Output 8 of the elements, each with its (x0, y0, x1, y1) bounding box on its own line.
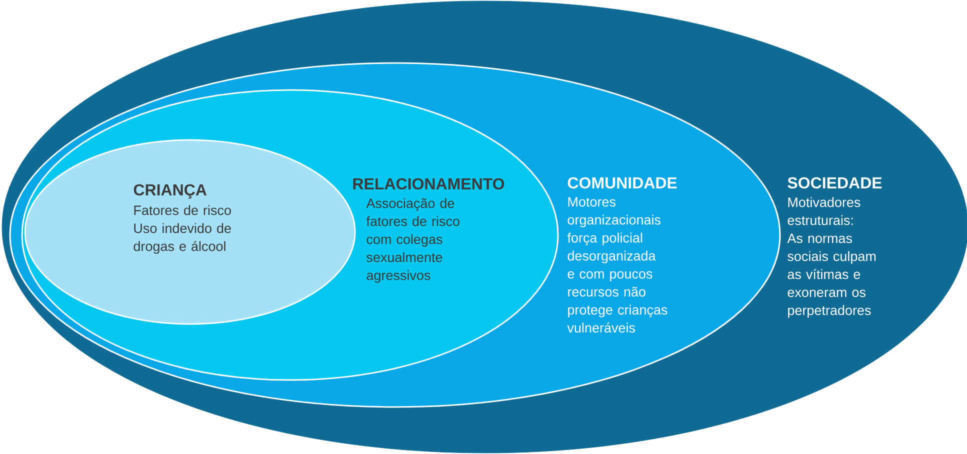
region-heading: CRIANÇA (134, 184, 207, 199)
region-text: Fatores de risco Uso indevido de drogas e álcool (134, 205, 231, 254)
region-heading: RELACIONAMENTO (353, 178, 504, 190)
region-heading: COMUNIDADE (568, 177, 677, 189)
region-text: Motivadores estruturais: As normas sociais culpam as vítimas e exoneram os perpetradores (787, 197, 876, 318)
region-text: Motores organizacionais força policial desorganizada e com poucos recursos não protege crianças vulneráveis (567, 197, 668, 333)
region-text: Associação de fatores de risco com colegas sexualmente agressivos (366, 198, 460, 283)
region-heading: SOCIEDADE (788, 177, 882, 189)
